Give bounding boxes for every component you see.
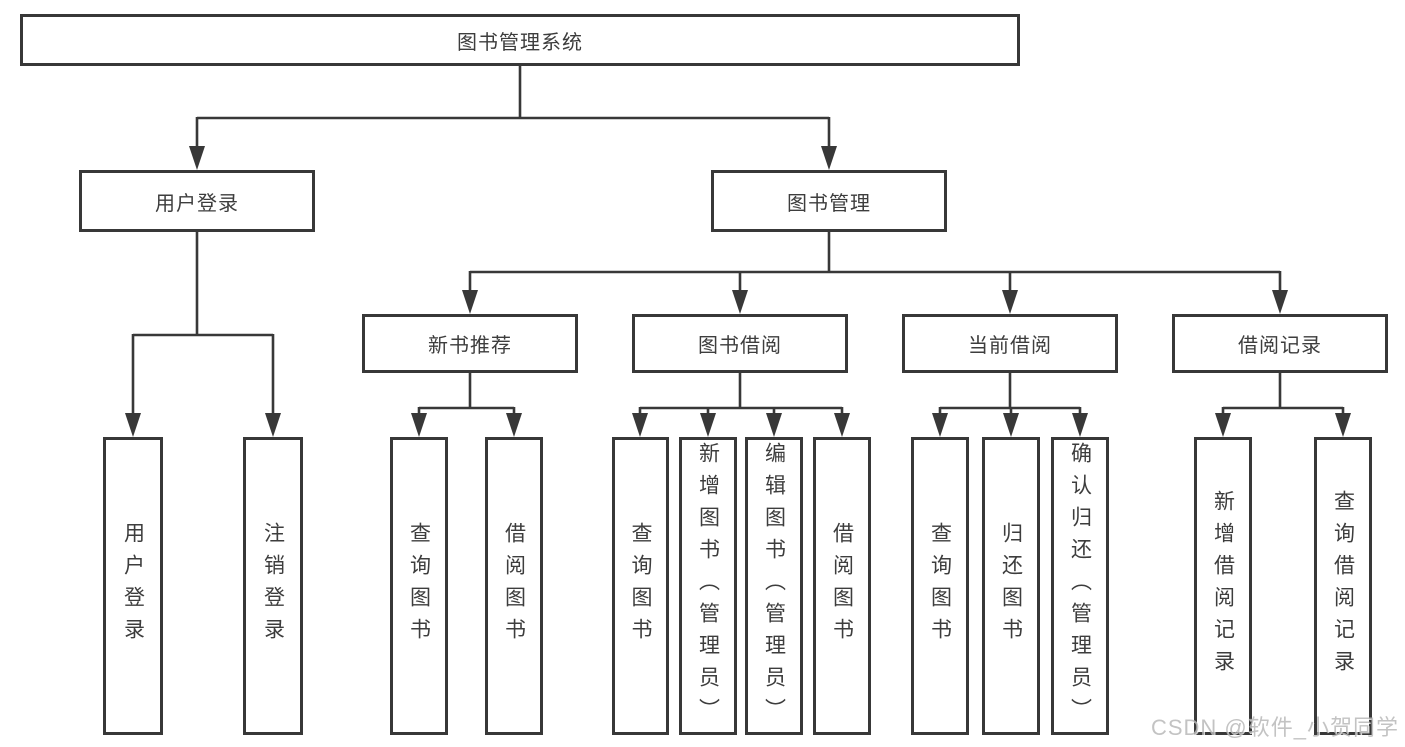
leaf-br-query-record-label: 查询借阅记录 bbox=[1331, 490, 1355, 682]
leaf-cb-return-books: 归还图书 bbox=[982, 437, 1040, 735]
node-borrowing-records: 借阅记录 bbox=[1172, 314, 1388, 373]
node-new-book-recommend: 新书推荐 bbox=[362, 314, 578, 373]
leaf-bb-edit-books-admin: 编辑图书（管理员） bbox=[745, 437, 803, 735]
leaf-br-add-record: 新增借阅记录 bbox=[1194, 437, 1252, 735]
node-book-borrowing: 图书借阅 bbox=[632, 314, 848, 373]
leaf-cb-confirm-return-admin: 确认归还（管理员） bbox=[1051, 437, 1109, 735]
leaf-cb-return-books-label: 归还图书 bbox=[999, 522, 1023, 650]
leaf-nb-query-books-label: 查询图书 bbox=[407, 522, 431, 650]
node-book-borrowing-label: 图书借阅 bbox=[698, 335, 782, 357]
node-root-label: 图书管理系统 bbox=[457, 31, 583, 54]
leaf-cb-confirm-return-admin-label: 确认归还（管理员） bbox=[1068, 442, 1092, 730]
leaf-cb-query-books: 查询图书 bbox=[911, 437, 969, 735]
leaf-logout-label: 注销登录 bbox=[261, 522, 285, 650]
node-current-borrowing: 当前借阅 bbox=[902, 314, 1118, 373]
node-book-management-label: 图书管理 bbox=[787, 192, 871, 215]
leaf-cb-query-books-label: 查询图书 bbox=[928, 522, 952, 650]
node-root: 图书管理系统 bbox=[20, 14, 1020, 66]
node-current-borrowing-label: 当前借阅 bbox=[968, 335, 1052, 357]
leaf-br-add-record-label: 新增借阅记录 bbox=[1211, 490, 1235, 682]
leaf-br-query-record: 查询借阅记录 bbox=[1314, 437, 1372, 735]
leaf-nb-borrow-books: 借阅图书 bbox=[485, 437, 543, 735]
csdn-watermark: CSDN @软件_小贺同学 bbox=[1150, 715, 1399, 740]
leaf-user-login: 用户登录 bbox=[103, 437, 163, 735]
leaf-nb-query-books: 查询图书 bbox=[390, 437, 448, 735]
leaf-user-login-label: 用户登录 bbox=[121, 522, 145, 650]
leaf-bb-add-books-admin-label: 新增图书（管理员） bbox=[696, 442, 720, 730]
node-user-login: 用户登录 bbox=[79, 170, 315, 232]
leaf-bb-add-books-admin: 新增图书（管理员） bbox=[679, 437, 737, 735]
leaf-bb-borrow-books-label: 借阅图书 bbox=[830, 522, 854, 650]
leaf-logout: 注销登录 bbox=[243, 437, 303, 735]
leaf-nb-borrow-books-label: 借阅图书 bbox=[502, 522, 526, 650]
node-new-book-recommend-label: 新书推荐 bbox=[428, 335, 512, 357]
node-user-login-label: 用户登录 bbox=[155, 192, 239, 215]
leaf-bb-query-books: 查询图书 bbox=[612, 437, 669, 735]
node-book-management: 图书管理 bbox=[711, 170, 947, 232]
leaf-bb-edit-books-admin-label: 编辑图书（管理员） bbox=[762, 442, 786, 730]
leaf-bb-query-books-label: 查询图书 bbox=[629, 522, 652, 650]
leaf-bb-borrow-books: 借阅图书 bbox=[813, 437, 871, 735]
node-borrowing-records-label: 借阅记录 bbox=[1238, 335, 1322, 357]
